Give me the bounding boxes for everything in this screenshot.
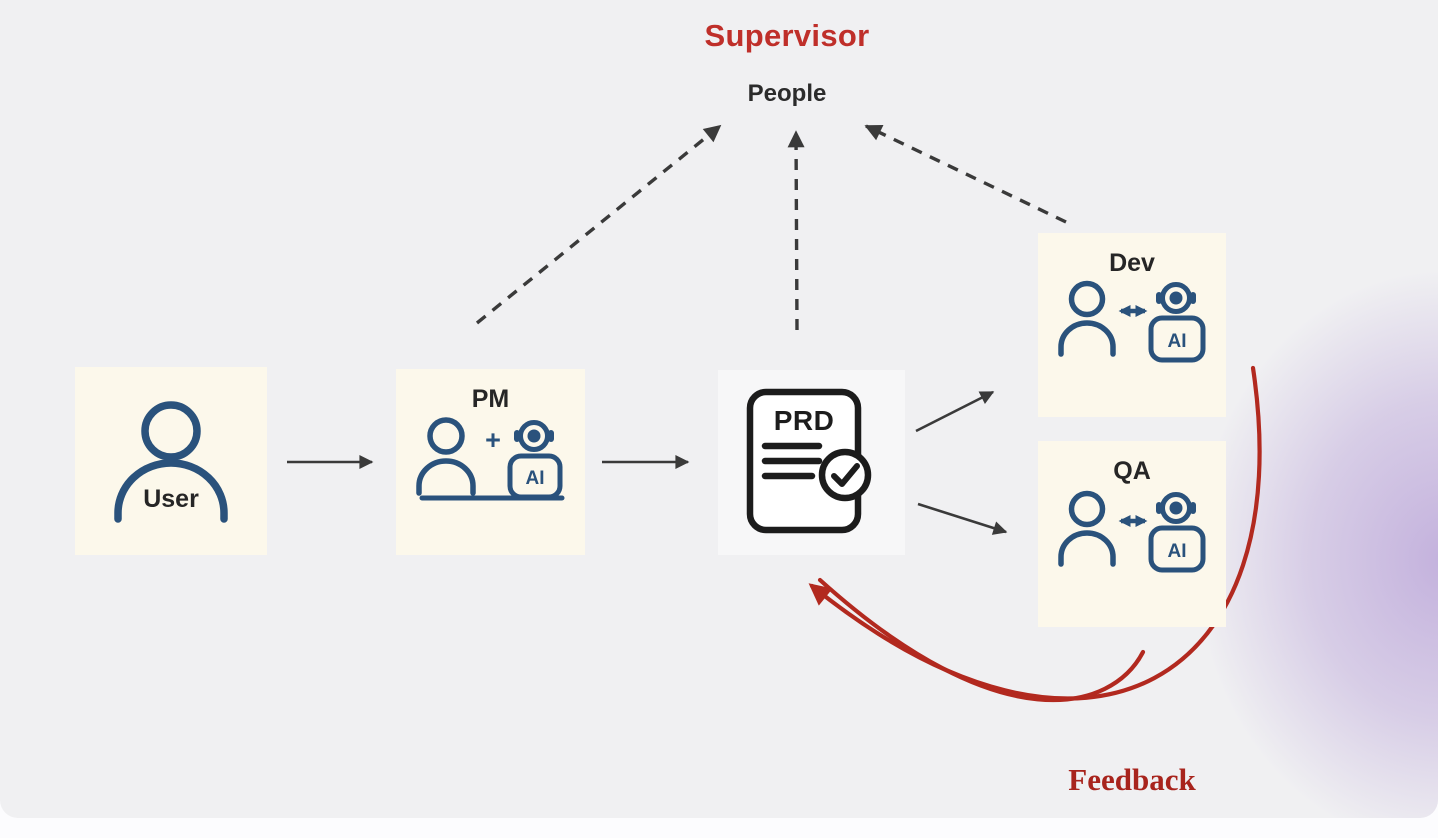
node-dev: Dev AI (1038, 233, 1226, 417)
person-icon (1058, 280, 1116, 357)
supervisor-title: Supervisor (704, 18, 870, 53)
ai-label: AI (1168, 331, 1187, 352)
diagram-panel: Supervisor People (0, 0, 1438, 818)
node-prd: PRD (718, 370, 905, 555)
qa-person-ai-icon: AI (1058, 490, 1206, 573)
dashed-arrow-dev-to-people (864, 124, 1067, 224)
ai-robot-icon: AI (1148, 282, 1206, 363)
node-user: User (75, 367, 267, 555)
ai-label: AI (1168, 541, 1187, 562)
dashed-arrow-pm-to-people (475, 124, 722, 325)
ai-robot-icon: AI (507, 420, 563, 500)
user-label: User (143, 485, 199, 513)
purple-glow (1195, 270, 1438, 818)
dev-person-ai-icon: AI (1058, 280, 1206, 363)
checkmark-icon (818, 448, 872, 502)
people-label: People (747, 80, 827, 107)
node-qa: QA AI (1038, 441, 1226, 627)
arrow-prd-to-dev (915, 390, 995, 433)
dev-label: Dev (1109, 249, 1155, 277)
feedback-label: Feedback (1068, 762, 1196, 797)
ai-label: AI (526, 468, 545, 489)
pm-person-plus-ai-icon: + AI (416, 417, 565, 501)
node-pm: PM + AI (396, 369, 585, 555)
person-icon (1058, 490, 1116, 567)
arrow-prd-to-qa (917, 502, 1008, 535)
person-icon (416, 417, 476, 496)
prd-document-icon: PRD (746, 388, 872, 534)
person-icon (114, 401, 228, 523)
qa-label: QA (1113, 457, 1151, 485)
plus-sign: + (485, 425, 501, 455)
pm-label: PM (471, 385, 510, 413)
prd-doc-label: PRD (774, 405, 835, 436)
ai-robot-icon: AI (1148, 492, 1206, 573)
dashed-arrow-prd-to-people (787, 130, 805, 331)
